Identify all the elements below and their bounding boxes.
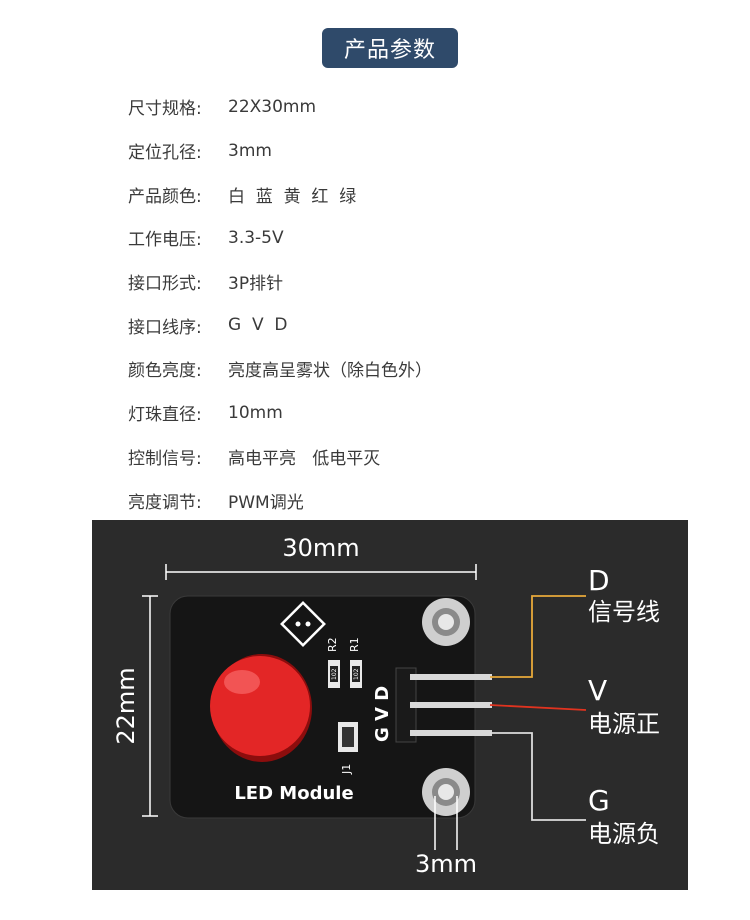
height-label: 22mm bbox=[112, 667, 140, 744]
pin-letter-v: V bbox=[588, 674, 607, 707]
pin-letter-g: G bbox=[588, 784, 610, 817]
resistor-body bbox=[352, 666, 360, 682]
spec-label: 控制信号: bbox=[128, 448, 202, 469]
spec-value: 高电平亮 低电平灭 bbox=[228, 448, 381, 469]
spec-value: PWM调光 bbox=[228, 492, 304, 513]
mounting-hole-center bbox=[438, 614, 454, 630]
spec-label: 亮度调节: bbox=[128, 492, 202, 513]
spec-value: 3.3-5V bbox=[228, 227, 284, 248]
spec-label: 产品颜色: bbox=[128, 186, 202, 207]
pin-desc-v: 电源正 bbox=[588, 710, 660, 738]
spec-label: 颜色亮度: bbox=[128, 361, 202, 382]
resistor-code: 102 bbox=[331, 668, 338, 680]
spec-value: 白 蓝 黄 红 绿 bbox=[228, 186, 357, 207]
module-diagram: 30mm 22mm 3mm R2 R1 102 102 bbox=[112, 534, 660, 878]
spec-value: 3P排针 bbox=[228, 274, 284, 295]
module-photo: 30mm 22mm 3mm R2 R1 102 102 bbox=[92, 520, 688, 890]
spec-label: 灯珠直径: bbox=[128, 405, 202, 426]
spec-row: 控制信号: 高电平亮 低电平灭 bbox=[128, 435, 648, 479]
signal-wire bbox=[490, 595, 586, 678]
mounting-hole-center bbox=[438, 784, 454, 800]
header-pin-g bbox=[410, 730, 492, 736]
spec-row: 接口形式: 3P排针 bbox=[128, 260, 648, 304]
spec-row: 接口线序: G V D bbox=[128, 303, 648, 347]
spec-row: 灯珠直径: 10mm bbox=[128, 391, 648, 435]
led-bulb bbox=[210, 656, 310, 756]
spec-row: 亮度调节: PWM调光 bbox=[128, 478, 648, 522]
silk-j1: J1 bbox=[340, 764, 353, 775]
spec-value: G V D bbox=[228, 315, 288, 336]
silk-r2: R2 bbox=[326, 637, 339, 652]
spec-label: 接口形式: bbox=[128, 274, 202, 295]
spec-value: 22X30mm bbox=[228, 96, 317, 117]
spec-value: 10mm bbox=[228, 402, 283, 423]
pin-letter-d: D bbox=[588, 564, 610, 597]
led-highlight bbox=[224, 670, 260, 694]
silk-pin-labels: G V D bbox=[372, 686, 393, 742]
hole-label: 3mm bbox=[415, 850, 477, 878]
spec-row: 产品颜色: 白 蓝 黄 红 绿 bbox=[128, 172, 648, 216]
spec-value: 亮度高呈雾状（除白色外） bbox=[228, 361, 432, 382]
spec-row: 尺寸规格: 22X30mm bbox=[128, 85, 648, 129]
resistor-body bbox=[330, 666, 338, 682]
ground-wire bbox=[490, 732, 586, 821]
width-label: 30mm bbox=[282, 534, 359, 562]
logo-diamond-icon bbox=[280, 601, 326, 647]
pin-desc-g: 电源负 bbox=[588, 820, 660, 848]
spec-label: 接口线序: bbox=[128, 317, 202, 338]
spec-row: 工作电压: 3.3-5V bbox=[128, 216, 648, 260]
resistor-code: 102 bbox=[353, 668, 360, 680]
section-title: 产品参数 bbox=[322, 28, 458, 68]
header-pin-d bbox=[410, 674, 492, 680]
silk-module-text: LED Module bbox=[234, 783, 353, 804]
spec-label: 尺寸规格: bbox=[128, 99, 202, 120]
connector-j1-body bbox=[342, 727, 354, 747]
spec-label: 工作电压: bbox=[128, 230, 202, 251]
spec-row: 定位孔径: 3mm bbox=[128, 129, 648, 173]
power-wire bbox=[489, 704, 587, 711]
spec-label: 定位孔径: bbox=[128, 143, 202, 164]
spec-value: 3mm bbox=[228, 140, 272, 161]
header-pin-v bbox=[410, 702, 492, 708]
spec-row: 颜色亮度: 亮度高呈雾状（除白色外） bbox=[128, 347, 648, 391]
pin-desc-d: 信号线 bbox=[588, 598, 660, 626]
spec-list: 尺寸规格: 22X30mm 定位孔径: 3mm 产品颜色: 白 蓝 黄 红 绿 工作电… bbox=[128, 85, 648, 522]
silk-r1: R1 bbox=[348, 637, 361, 652]
